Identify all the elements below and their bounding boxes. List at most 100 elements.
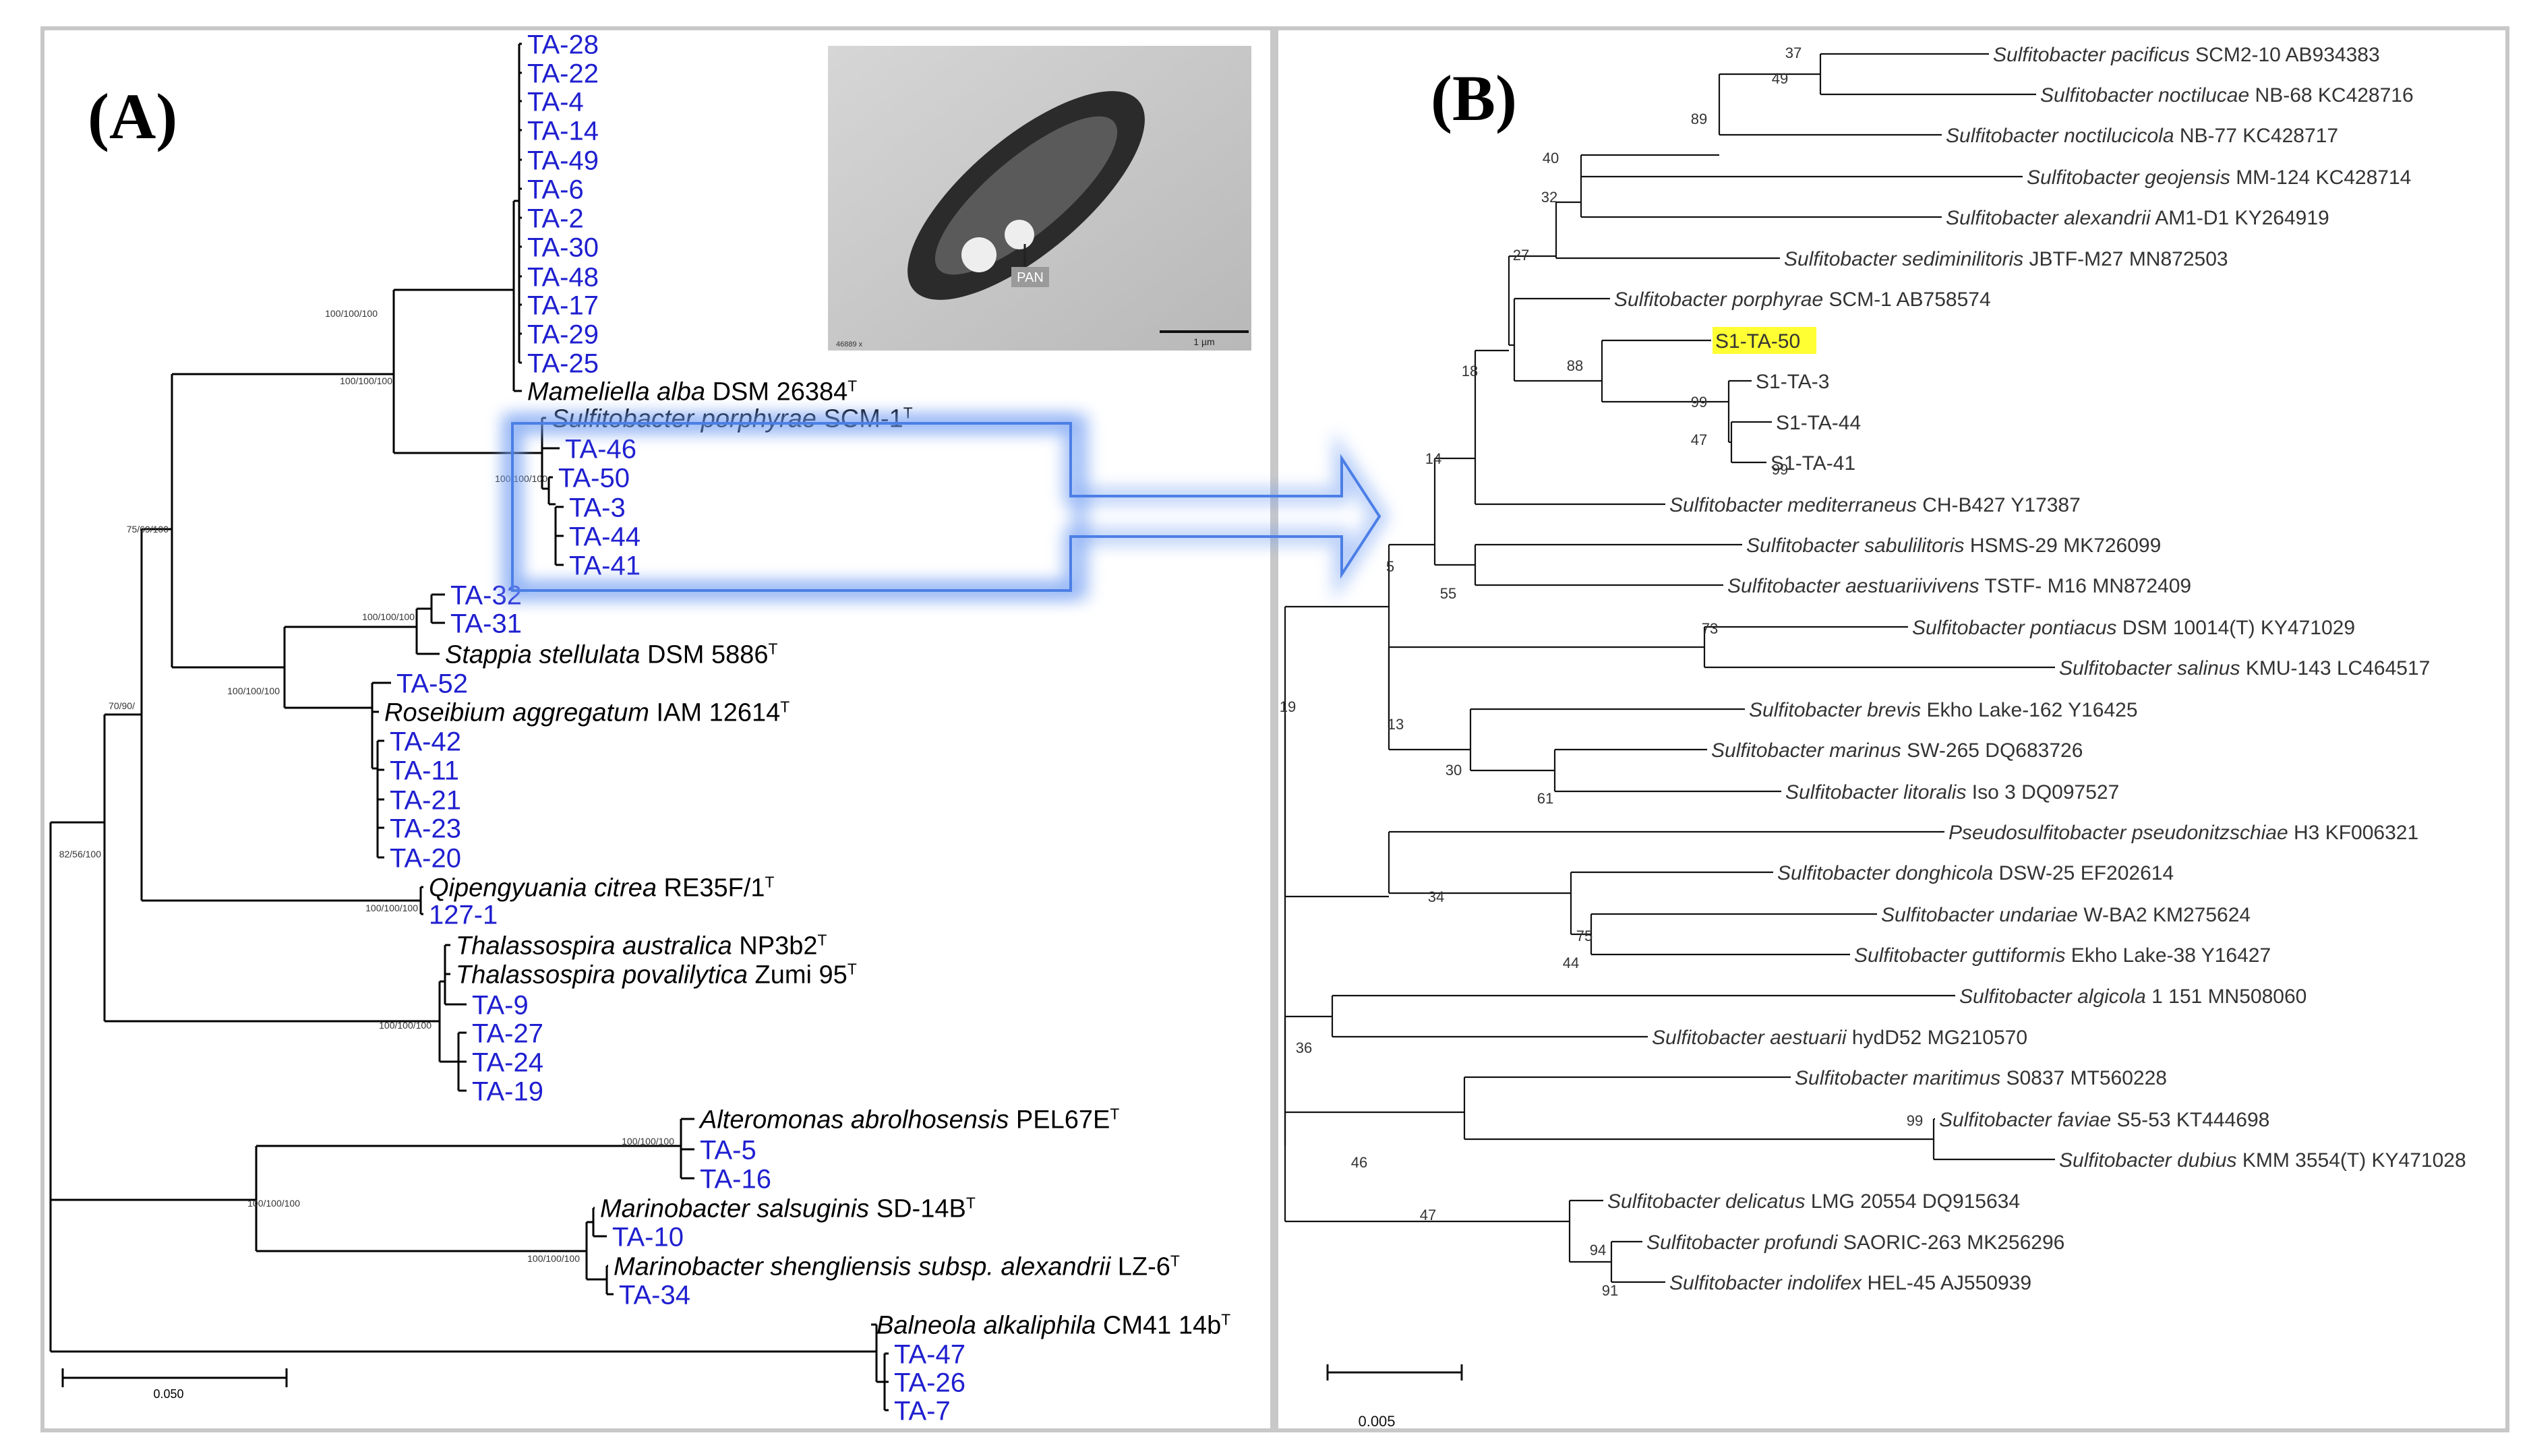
leaf-sulfitobacter-litoralis: Sulfitobacter litoralis Iso 3 DQ097527: [1785, 781, 2119, 803]
bootstrap-label: 100/100/100: [379, 1020, 432, 1031]
bootstrap-label: 100/100/100: [527, 1253, 580, 1264]
bootstrap-label: 18: [1462, 363, 1478, 380]
micrograph-scale-label: 1 µm: [1193, 336, 1214, 347]
tree-b: [1284, 53, 2055, 1283]
bootstrap-label: 88: [1567, 357, 1583, 374]
bootstrap-label: 30: [1446, 762, 1462, 779]
leaf-ta-17: TA-17: [527, 291, 599, 320]
leaf-ta-49: TA-49: [527, 146, 599, 175]
leaf-sulfitobacter-faviae: Sulfitobacter faviae S5-53 KT444698: [1939, 1109, 2269, 1131]
bootstrap-label: 47: [1691, 431, 1707, 448]
leaf-sulfitobacter-pontiacus: Sulfitobacter pontiacus DSM 10014(T) KY4…: [1912, 617, 2355, 639]
leaf-sulfitobacter-undariae: Sulfitobacter undariae W-BA2 KM275624: [1881, 904, 2251, 926]
micrograph: PAN 46889 x 1 µm: [828, 46, 1251, 351]
leaf-ta-44: TA-44: [569, 522, 641, 551]
leaf-ta-31: TA-31: [450, 609, 522, 638]
cell-inner: [934, 116, 1118, 275]
leaf-thalassospira-povalilytica: Thalassospira povalilytica Zumi 95T: [456, 961, 857, 990]
bootstrap-label: 5: [1386, 558, 1394, 575]
leaf-balneola-alkaliphila: Balneola alkaliphila CM41 14bT: [876, 1311, 1230, 1340]
leaf-sulfitobacter-donghicola: Sulfitobacter donghicola DSW-25 EF202614: [1777, 862, 2174, 884]
leaf-ta-34: TA-34: [619, 1280, 690, 1310]
leaf-ta-19: TA-19: [472, 1076, 543, 1106]
bootstrap-label: 14: [1425, 450, 1441, 467]
leaf-mameliella-alba: Mameliella alba DSM 26384T: [527, 377, 857, 406]
leaf-s1-ta-44: S1-TA-44: [1776, 412, 1861, 434]
bootstrap-label: 100/100/100: [622, 1136, 674, 1147]
leaf-sulfitobacter-mediterraneus: Sulfitobacter mediterraneus CH-B427 Y173…: [1669, 494, 2081, 516]
bootstrap-label: 100/100/100: [340, 375, 392, 386]
leaf-ta-29: TA-29: [527, 320, 599, 349]
leaf-127-1: 127-1: [429, 900, 498, 930]
bootstrap-label: 19: [1280, 698, 1296, 715]
leaf-alteromonas-abrolhosensis: Alteromonas abrolhosensis PEL67ET: [698, 1105, 1119, 1134]
bootstrap-label: 75/69/100: [127, 524, 169, 535]
leaf-ta-46: TA-46: [565, 434, 636, 464]
leaf-ta-2: TA-2: [527, 204, 584, 233]
leaf-roseibium-aggregatum: Roseibium aggregatum IAM 12614T: [384, 698, 790, 727]
leaf-ta-21: TA-21: [390, 785, 461, 815]
leaf-sulfitobacter-salinus: Sulfitobacter salinus KMU-143 LC464517: [2059, 657, 2430, 679]
leaf-ta-3: TA-3: [569, 493, 626, 522]
bootstrap-label: 99: [1691, 394, 1707, 411]
granule-1: [1005, 220, 1034, 249]
leaf-ta-42: TA-42: [390, 727, 461, 756]
scale-bar-a-label: 0.050: [153, 1387, 183, 1401]
bootstrap-label: 32: [1541, 189, 1557, 206]
leaf-sulfitobacter-maritimus: Sulfitobacter maritimus S0837 MT560228: [1795, 1067, 2167, 1089]
bootstrap-label: 100/100/100: [365, 903, 418, 913]
panel-a-frame: [40, 26, 1274, 1432]
highlight-group: [504, 415, 1390, 602]
leaf-sulfitobacter-porphyrae: Sulfitobacter porphyrae SCM-1 AB758574: [1614, 289, 1991, 311]
bootstrap-label: 40: [1543, 150, 1559, 166]
bootstrap-label: 100/100/100: [227, 686, 280, 696]
leaf-ta-16: TA-16: [700, 1164, 771, 1194]
micrograph-mag: 46889 x: [836, 340, 863, 348]
tree-a: [49, 42, 889, 1412]
leaf-ta-9: TA-9: [472, 990, 529, 1020]
leaf-ta-50: TA-50: [558, 463, 630, 493]
bootstrap-label: 100/100/100: [325, 308, 378, 319]
leaf-ta-27: TA-27: [472, 1019, 543, 1048]
leaf-marinobacter-salsuginis: Marinobacter salsuginis SD-14BT: [600, 1194, 976, 1223]
bootstrap-label: 89: [1691, 111, 1707, 127]
scale-bar-b: 0.005: [1326, 1364, 1463, 1430]
bootstrap-label: 99: [1772, 461, 1788, 478]
bootstrap-label: 47: [1420, 1207, 1436, 1223]
leaf-s1-ta-41: S1-TA-41: [1771, 452, 1855, 475]
bootstrap-label: 55: [1440, 585, 1456, 602]
leaf-ta-48: TA-48: [527, 262, 599, 292]
leaf-sulfitobacter-aestuarii: Sulfitobacter aestuarii hydD52 MG210570: [1652, 1027, 2027, 1049]
leaf-marinobacter-shengliensis-subsp-alexandrii: Marinobacter shengliensis subsp. alexand…: [614, 1252, 1180, 1281]
leaf-sulfitobacter-profundi: Sulfitobacter profundi SAORIC-263 MK2562…: [1646, 1232, 2064, 1254]
leaf-sulfitobacter-alexandrii: Sulfitobacter alexandrii AM1-D1 KY264919: [1946, 207, 2329, 229]
bootstrap-label: 34: [1428, 888, 1444, 905]
bootstrap-label: 61: [1537, 790, 1553, 807]
leaf-ta-11: TA-11: [390, 756, 459, 785]
scale-bar-b-label: 0.005: [1358, 1413, 1395, 1430]
tree-b-labels: Sulfitobacter pacificus SCM2-10 AB934383…: [1280, 44, 2466, 1299]
leaf-ta-25: TA-25: [527, 348, 599, 378]
leaf-sulfitobacter-noctilucae: Sulfitobacter noctilucae NB-68 KC428716: [2040, 84, 2414, 107]
leaf-stappia-stellulata: Stappia stellulata DSM 5886T: [445, 640, 778, 669]
bootstrap-label: 70/90/: [109, 700, 135, 711]
clade-highlight-arrow: [511, 422, 1381, 592]
leaf-s1-ta-50: S1-TA-50: [1715, 330, 1800, 353]
leaf-sulfitobacter-aestuariivivens: Sulfitobacter aestuariivivens TSTF- M16 …: [1727, 575, 2191, 597]
leaf-sulfitobacter-algicola: Sulfitobacter algicola 1 151 MN508060: [1959, 985, 2307, 1008]
leaf-pseudosulfitobacter-pseudonitzschiae: Pseudosulfitobacter pseudonitzschiae H3 …: [1948, 822, 2418, 844]
leaf-ta-4: TA-4: [527, 87, 584, 117]
bootstrap-label: 27: [1513, 247, 1529, 264]
leaf-ta-24: TA-24: [472, 1048, 543, 1077]
bootstrap-label: 94: [1590, 1242, 1606, 1258]
panel-b-label: (B): [1431, 62, 1517, 134]
leaf-thalassospira-australica: Thalassospira australica NP3b2T: [456, 932, 827, 961]
leaf-sulfitobacter-sediminilitoris: Sulfitobacter sediminilitoris JBTF-M27 M…: [1784, 248, 2228, 270]
bootstrap-label: 44: [1563, 954, 1579, 971]
leaf-sulfitobacter-pacificus: Sulfitobacter pacificus SCM2-10 AB934383: [1993, 44, 2380, 66]
pan-label: PAN: [1017, 270, 1044, 285]
leaf-qipengyuania-citrea: Qipengyuania citrea RE35F/1T: [429, 874, 775, 903]
leaf-ta-6: TA-6: [527, 175, 584, 204]
leaf-sulfitobacter-delicatus: Sulfitobacter delicatus LMG 20554 DQ9156…: [1607, 1190, 2020, 1213]
